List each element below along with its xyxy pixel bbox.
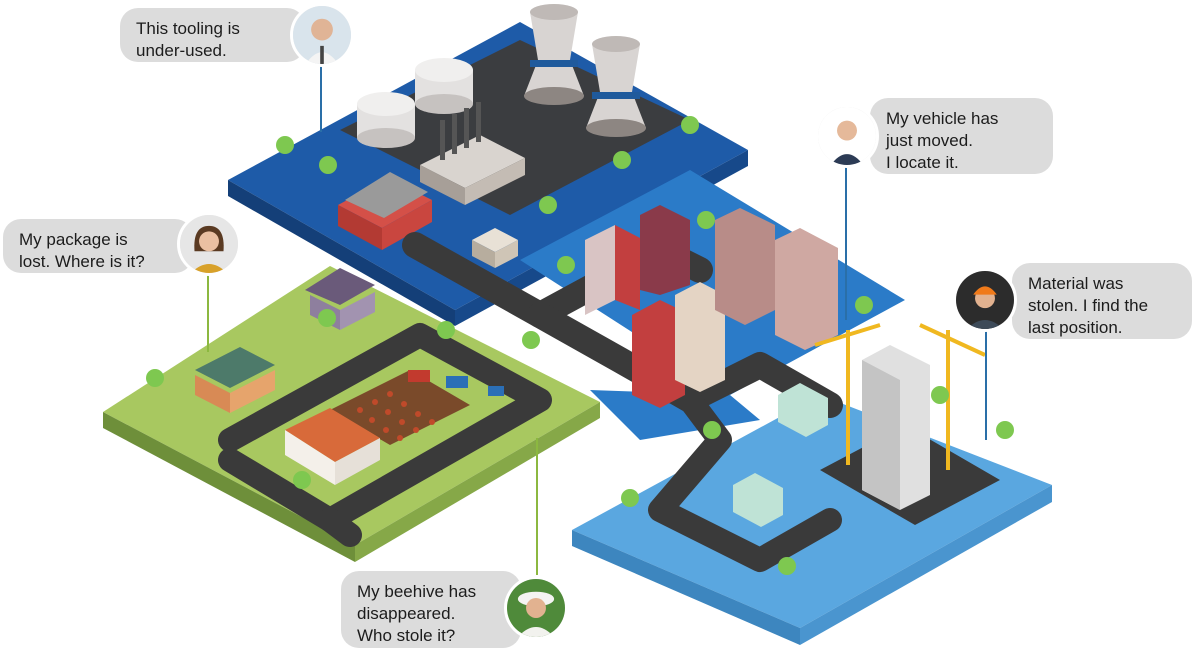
gatehouse-icon xyxy=(472,228,518,268)
apartment-building-icon xyxy=(585,205,690,315)
cooling-tower-icon xyxy=(586,36,646,137)
speech-bubble: My package is lost. Where is it? xyxy=(3,219,193,273)
speech-bubble: My beehive has disappeared. Who stole it… xyxy=(341,571,521,648)
callout-connectors xyxy=(207,64,987,575)
man-dark-shirt-avatar xyxy=(815,104,879,168)
farm-zone xyxy=(103,266,600,562)
factory-building-icon xyxy=(420,102,525,205)
speech-bubble: My vehicle has just moved. I locate it. xyxy=(870,98,1053,174)
house-icon xyxy=(195,347,275,413)
woman-smiling-avatar xyxy=(177,212,241,276)
crane-icon xyxy=(814,323,986,470)
apartment-building-icon xyxy=(632,282,725,408)
tractor-icon xyxy=(408,370,504,396)
storage-tank-icon xyxy=(415,58,473,114)
worker-hardhat-avatar xyxy=(953,268,1017,332)
man-white-shirt-avatar xyxy=(290,3,354,67)
storage-tank-icon xyxy=(357,92,415,148)
speech-bubble: Material was stolen. I find the last pos… xyxy=(1012,263,1192,339)
shop-building-icon xyxy=(733,383,828,527)
beekeeper-avatar xyxy=(504,576,568,640)
warehouse-icon xyxy=(338,172,432,250)
skyscraper-icon xyxy=(862,345,930,510)
apartment-building-icon xyxy=(715,208,838,350)
tree-icon xyxy=(146,116,1014,575)
cooling-tower-icon xyxy=(524,4,584,105)
speech-bubble: This tooling is under-used. xyxy=(120,8,305,62)
barn-icon xyxy=(285,408,380,485)
